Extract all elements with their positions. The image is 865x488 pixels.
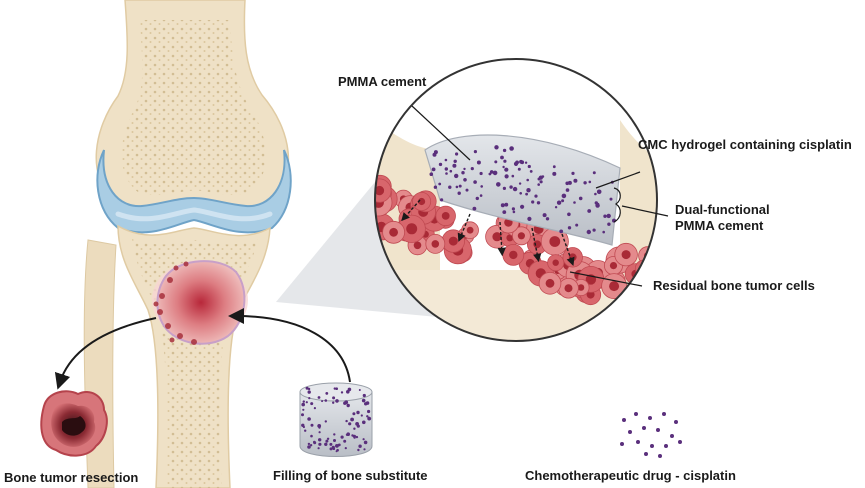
drug-release-arrows bbox=[401, 199, 575, 266]
bone-tumor bbox=[152, 260, 248, 345]
label-bone-tumor-resection: Bone tumor resection bbox=[4, 470, 138, 485]
knee-cartilage bbox=[96, 149, 292, 234]
label-pmma-cement: PMMA cement bbox=[338, 74, 427, 89]
pmma-cement-block bbox=[424, 134, 621, 246]
resected-tumor bbox=[40, 390, 108, 457]
cisplatin-drug-dots bbox=[620, 412, 682, 458]
knee-joint-illustration bbox=[83, 0, 292, 488]
label-chemo-drug: Chemotherapeutic drug - cisplatin bbox=[525, 468, 736, 483]
label-dual-functional: Dual-functional bbox=[675, 202, 770, 217]
label-cmc-hydrogel: CMC hydrogel containing cisplatin bbox=[638, 137, 852, 152]
cement-cylinder bbox=[299, 382, 373, 457]
filling-arrow bbox=[228, 308, 351, 383]
label-residual-tumor: Residual bone tumor cells bbox=[653, 278, 815, 293]
resection-arrow bbox=[54, 317, 157, 390]
label-dual-functional-pmma: PMMA cement bbox=[675, 218, 764, 233]
label-filling-substitute: Filling of bone substitute bbox=[273, 468, 428, 483]
label-leader-lines bbox=[411, 105, 669, 287]
